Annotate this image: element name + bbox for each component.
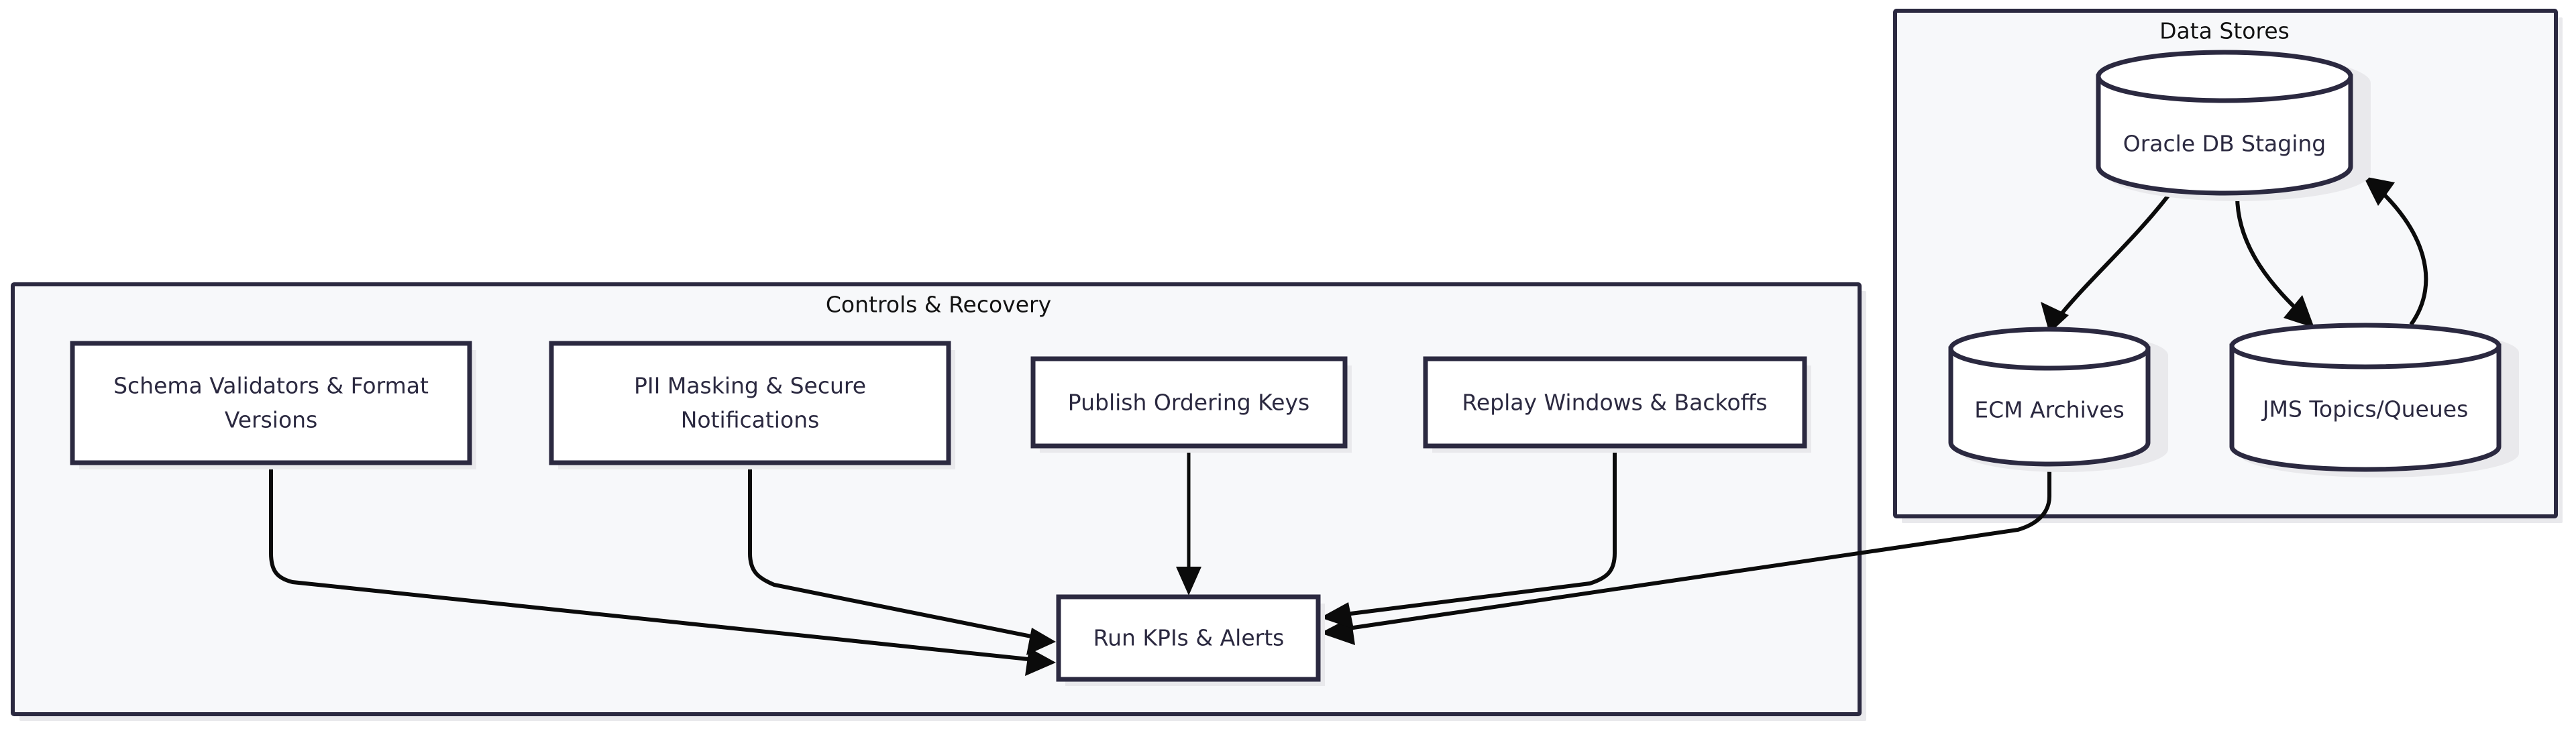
cluster-controls-recovery-title: Controls & Recovery <box>826 292 1051 318</box>
node-schema-validators[interactable]: Schema Validators & Format Versions <box>70 341 476 469</box>
node-schema-validators-label-line2: Versions <box>225 407 318 433</box>
edge-oracle-to-ecm-arrowhead <box>2041 302 2069 333</box>
node-pii-masking-label-line2: Notifications <box>681 407 820 433</box>
node-replay-windows-label: Replay Windows & Backoffs <box>1462 390 1767 416</box>
node-jms-topics-queues-label: JMS Topics/Queues <box>2261 396 2469 422</box>
edge-schema-to-kpis-path <box>269 463 1042 663</box>
edge-jms-to-oracle <box>2363 176 2428 326</box>
edge-publish-to-kpis-arrowhead <box>1176 567 1201 596</box>
node-schema-validators-box[interactable] <box>70 341 472 465</box>
node-pii-masking[interactable]: PII Masking & Secure Notifications <box>549 341 955 469</box>
node-oracle-db-staging[interactable]: Oracle DB Staging <box>2096 50 2371 201</box>
edge-publish-to-kpis <box>1176 446 1201 596</box>
edge-replay-to-kpis-arrowhead <box>1320 602 1354 629</box>
node-publish-ordering-keys-box[interactable] <box>1030 356 1348 449</box>
node-schema-validators-label-line1: Schema Validators & Format <box>113 373 429 399</box>
edge-jms-to-oracle-path <box>2372 182 2428 326</box>
node-jms-topics-queues[interactable]: JMS Topics/Queues <box>2229 323 2519 477</box>
node-run-kpis-alerts-box[interactable] <box>1056 594 1321 682</box>
node-oracle-db-staging-top <box>2096 50 2353 103</box>
edge-pii-to-kpis-path <box>748 463 1042 640</box>
node-run-kpis-alerts-label: Run KPIs & Alerts <box>1093 625 1285 651</box>
node-replay-windows-box[interactable] <box>1423 356 1807 449</box>
node-publish-ordering-keys[interactable]: Publish Ordering Keys <box>1030 356 1352 453</box>
node-pii-masking-label-line1: PII Masking & Secure <box>634 373 866 399</box>
edge-replay-to-kpis <box>1320 446 1617 629</box>
node-ecm-archives-body[interactable] <box>1948 346 2151 467</box>
node-ecm-archives[interactable]: ECM Archives <box>1948 327 2168 472</box>
edge-ecm-to-kpis-path <box>1334 468 2051 632</box>
node-oracle-db-staging-label: Oracle DB Staging <box>2123 131 2326 157</box>
edge-oracle-to-jms-arrowhead <box>2284 295 2314 328</box>
edge-schema-to-kpis-arrowhead <box>1025 648 1056 676</box>
edge-oracle-to-ecm <box>2041 192 2172 333</box>
edge-oracle-to-jms <box>2235 195 2314 328</box>
cluster-data-stores-title: Data Stores <box>2159 18 2290 44</box>
node-jms-topics-queues-body[interactable] <box>2229 343 2502 472</box>
edge-pii-to-kpis <box>748 463 1056 655</box>
edge-jms-to-oracle-arrowhead <box>2363 176 2395 206</box>
edge-pii-to-kpis-arrowhead <box>1026 628 1056 655</box>
node-jms-topics-queues-top <box>2229 323 2502 370</box>
node-oracle-db-staging-body[interactable] <box>2096 74 2353 196</box>
node-publish-ordering-keys-label: Publish Ordering Keys <box>1068 390 1309 416</box>
node-ecm-archives-top <box>1948 327 2151 371</box>
edge-schema-to-kpis <box>269 463 1056 676</box>
node-replay-windows[interactable]: Replay Windows & Backoffs <box>1423 356 1811 453</box>
edge-oracle-to-ecm-path <box>2054 192 2172 322</box>
node-run-kpis-alerts[interactable]: Run KPIs & Alerts <box>1056 594 1325 686</box>
edge-replay-to-kpis-path <box>1334 446 1617 618</box>
node-ecm-archives-label: ECM Archives <box>1974 397 2125 423</box>
node-pii-masking-box[interactable] <box>549 341 951 465</box>
